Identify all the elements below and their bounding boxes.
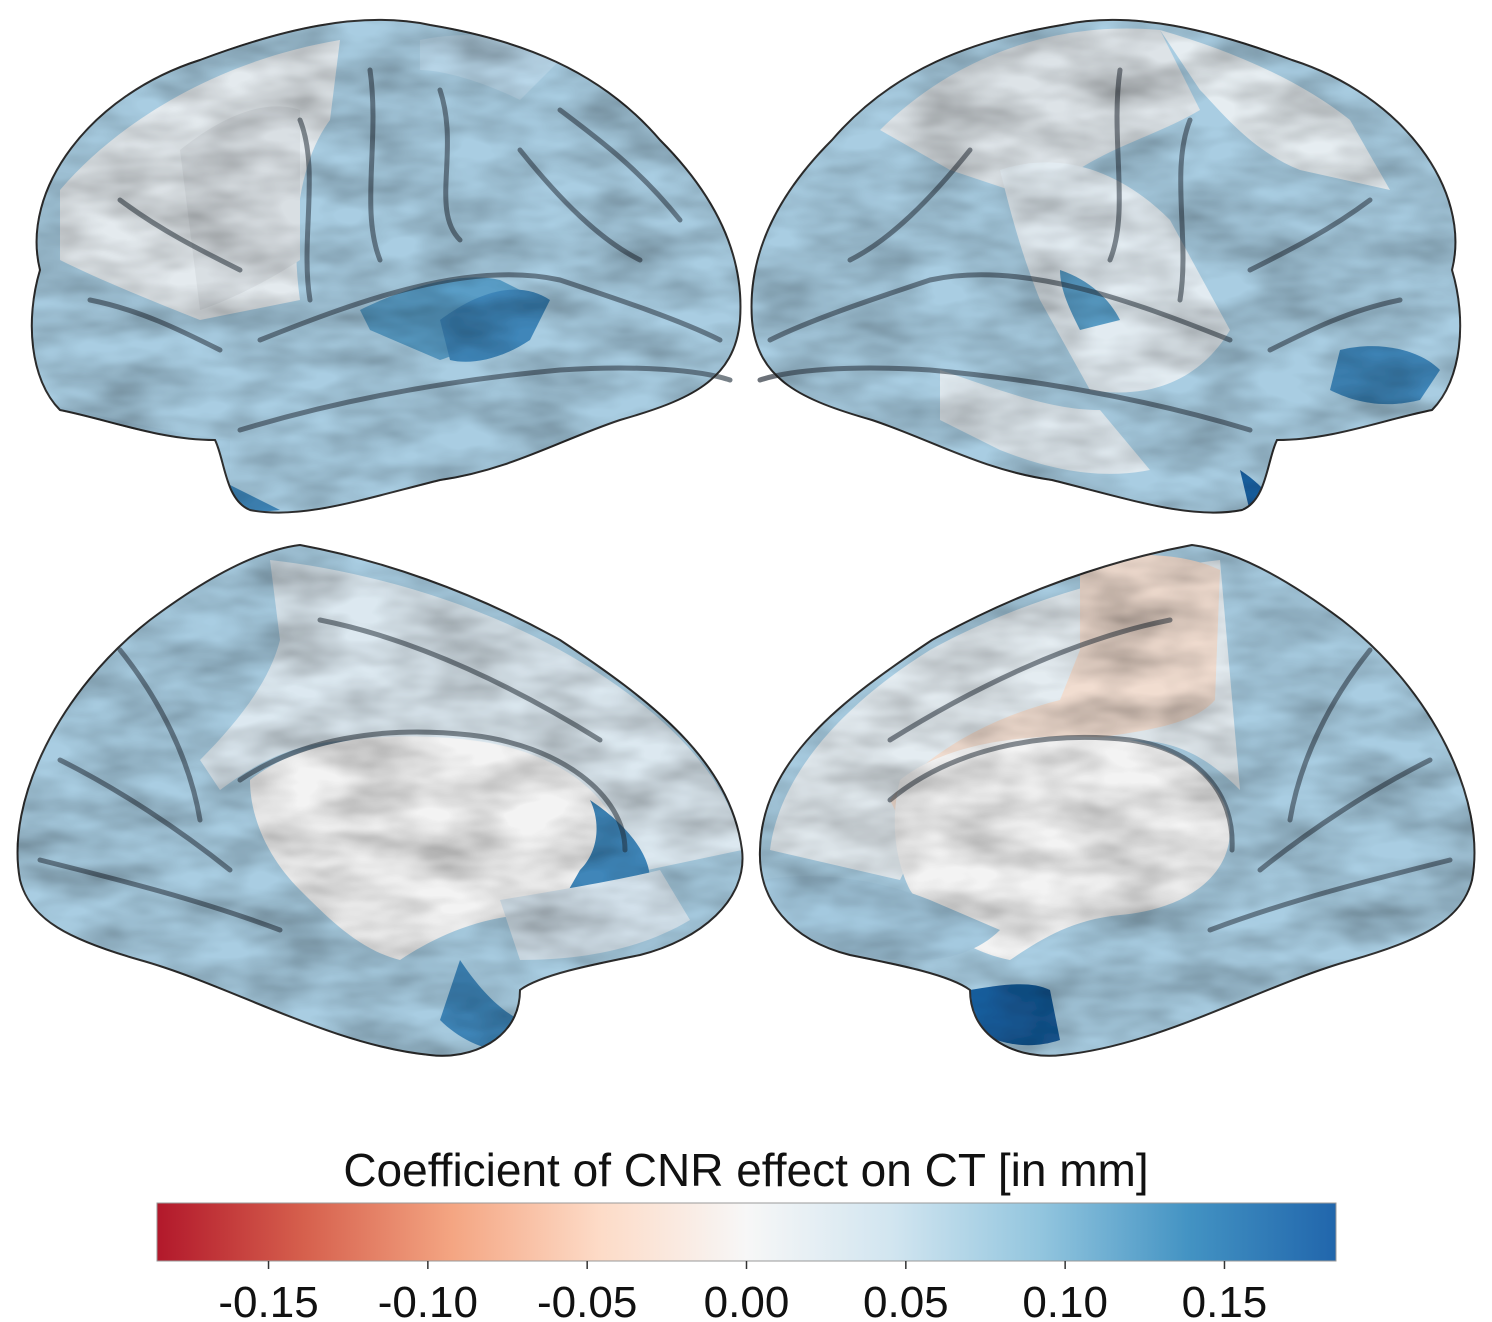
colorbar-gradient	[156, 1202, 1337, 1262]
left-lateral-view	[30, 18, 742, 514]
colorbar: -0.15 -0.10 -0.05 0.00 0.05 0.10 0.15	[156, 1202, 1337, 1322]
colorbar-tick-label: 0.15	[1182, 1278, 1268, 1322]
left-medial-view	[16, 543, 744, 1057]
colorbar-tick-label: 0.10	[1022, 1278, 1108, 1322]
right-lateral-view	[750, 18, 1462, 514]
colorbar-tick-label: 0.05	[863, 1278, 949, 1322]
colorbar-tick-label: -0.10	[378, 1278, 478, 1322]
colorbar-title: Coefficient of CNR effect on CT [in mm]	[343, 1144, 1149, 1196]
right-medial-view	[758, 543, 1476, 1057]
brain-surface-panel	[16, 18, 1476, 1057]
colorbar-tick-label: -0.05	[537, 1278, 637, 1322]
colorbar-tick-label: -0.15	[218, 1278, 318, 1322]
colorbar-tick-label: 0.00	[704, 1278, 790, 1322]
